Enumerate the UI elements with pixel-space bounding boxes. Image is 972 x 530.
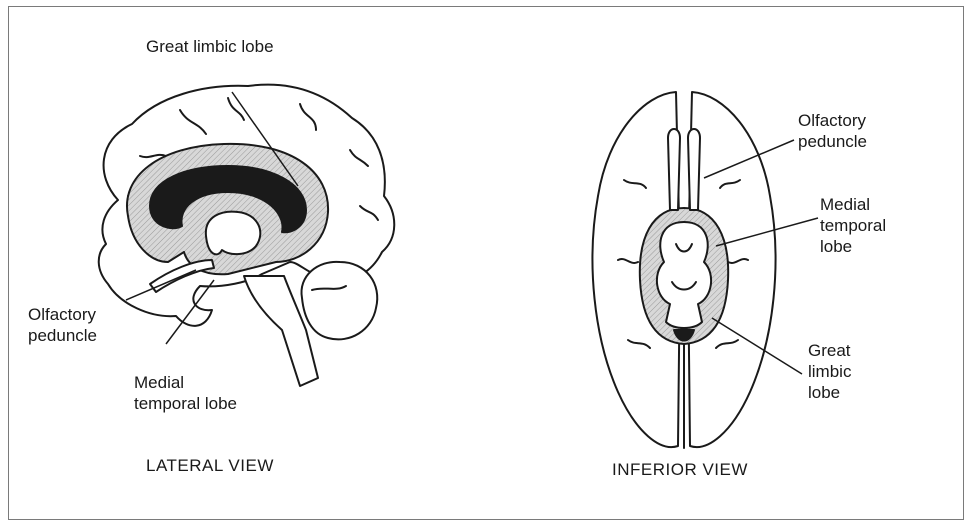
- lateral-brain: [99, 85, 395, 386]
- lateral-label-great-limbic-lobe: Great limbic lobe: [146, 36, 274, 57]
- lateral-cerebellum: [301, 262, 377, 340]
- inferior-label-great-limbic-lobe: Great limbic lobe: [808, 340, 851, 403]
- inferior-label-olfactory-peduncle: Olfactory peduncle: [798, 110, 867, 152]
- inferior-label-medial-temporal-lobe: Medial temporal lobe: [820, 194, 886, 257]
- lateral-view-title: LATERAL VIEW: [146, 456, 274, 476]
- inferior-view-title: INFERIOR VIEW: [612, 460, 748, 480]
- inferior-brain: [592, 92, 775, 448]
- inferior-olfactory-left: [668, 129, 680, 210]
- lateral-thalamus: [206, 212, 260, 255]
- inferior-olfactory-right: [688, 129, 700, 210]
- lateral-label-medial-temporal-lobe: Medial temporal lobe: [134, 372, 237, 414]
- lateral-label-olfactory-peduncle: Olfactory peduncle: [28, 304, 97, 346]
